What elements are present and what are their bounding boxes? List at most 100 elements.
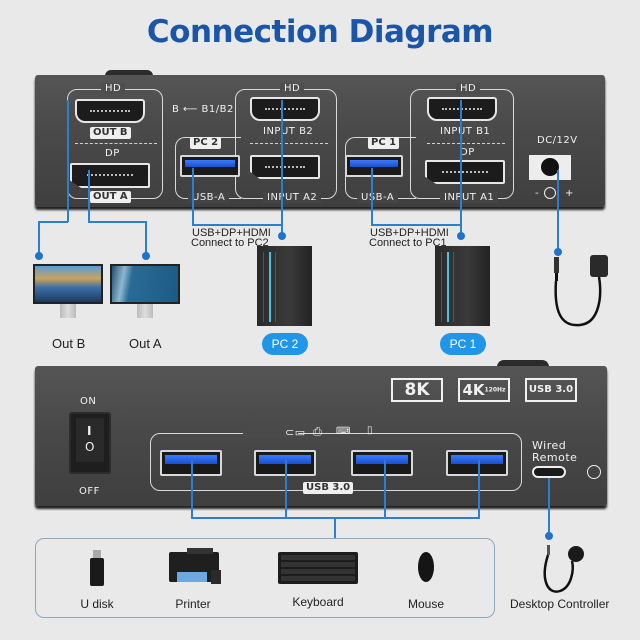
out-a-tag: OUT A (90, 191, 131, 203)
input-a2-dp-port[interactable] (250, 155, 320, 179)
usb-hub-outline-gap (243, 428, 298, 438)
pc2-usb-a-port[interactable] (180, 155, 240, 177)
wire-pc2-video (281, 100, 283, 234)
input-a1-dp-port[interactable] (425, 160, 505, 184)
power-adapter-icon (554, 255, 608, 327)
out-b-tag: OUT B (90, 127, 131, 139)
usb-port-3[interactable] (351, 450, 413, 476)
usb-drive-small-icon: ⊂▭ (285, 426, 306, 439)
switch-note: B ⟵ B1/B2 (172, 104, 234, 115)
usb-devices-box (35, 538, 495, 618)
monitor-out-b-stand (60, 304, 76, 318)
wired-remote-line2: Remote (532, 451, 578, 464)
usb-hub-tag: USB 3.0 (303, 482, 354, 494)
output-divider (75, 143, 157, 144)
wire-usb-2 (285, 460, 287, 518)
badge-8k: 8K (391, 378, 443, 402)
device-label-u-disk: U disk (80, 597, 114, 611)
usb-drive-icon (90, 550, 104, 586)
badge-4k-text: 4K (462, 381, 485, 399)
kvm-front-panel: ON I O OFF 8K 4K120Hz USB 3.0 ⊂▭ ⎙ ⌨ ▯ U… (35, 366, 607, 506)
wire-remote (548, 478, 550, 536)
badge-4k-sub: 120Hz (484, 386, 506, 394)
panel-bottom-knob (497, 360, 549, 367)
wire-out-a-vertical (88, 170, 90, 222)
mouse-icon (418, 552, 434, 582)
pc1-usb-label: USB-A (357, 192, 399, 203)
monitor-out-b-label: Out B (52, 336, 86, 351)
pc1-tag: PC 1 (368, 137, 400, 149)
kvm-rear-panel: HD OUT B DP OUT A B ⟵ B1/B2 PC 2 HD INPU… (35, 75, 605, 207)
wire-out-a-drop (145, 221, 147, 256)
printer-small-icon: ⎙ (313, 425, 323, 438)
wire-out-b-horizontal (38, 221, 68, 223)
pc1-usb-a-port[interactable] (345, 155, 403, 177)
wire-pc1-horizontal (371, 224, 461, 226)
polarity-icon (544, 187, 556, 199)
pc2-hd-label: HD (280, 83, 305, 94)
dc-label: DC/12V (537, 135, 578, 146)
wire-pc1-usb (371, 168, 373, 225)
power-off-label: OFF (79, 486, 100, 497)
out-a-dp-port[interactable] (70, 163, 150, 188)
out-b-hdmi-port[interactable] (75, 99, 145, 123)
polarity-plus: + (565, 188, 574, 199)
wire-out-b-vertical (67, 100, 69, 222)
dc-jack[interactable] (529, 155, 571, 180)
input-b2-hdmi-port[interactable] (250, 97, 320, 121)
monitor-out-b-icon (33, 264, 103, 304)
desktop-controller-icon (543, 545, 584, 593)
switch-off-glyph: O (85, 440, 95, 454)
output-dp-label: DP (105, 148, 120, 159)
page-title: Connection Diagram (146, 14, 494, 50)
wire-pc1-dot (457, 232, 465, 240)
wire-out-a-dot (142, 252, 150, 260)
input-b1-hdmi-port[interactable] (427, 97, 497, 121)
device-label-keyboard: Keyboard (292, 595, 344, 609)
dc-jack-hole (541, 158, 559, 176)
input-a2-label: INPUT A2 (263, 192, 322, 203)
monitor-out-a-icon (110, 264, 180, 304)
wire-out-a-horizontal (88, 221, 146, 223)
usb-port-4[interactable] (446, 450, 508, 476)
power-switch[interactable]: I O (69, 412, 111, 474)
wire-dc (557, 170, 559, 252)
wire-pc2-usb (192, 168, 194, 225)
device-label-printer: Printer (175, 597, 211, 611)
pc1-note-line1: USB+DP+HDMI (370, 227, 449, 239)
power-on-label: ON (80, 396, 97, 407)
wired-remote-line1: Wired (532, 439, 567, 452)
wired-remote-port[interactable] (532, 466, 566, 478)
wire-usb-3 (384, 460, 386, 518)
wire-out-b-drop (38, 221, 40, 256)
pc1-divider (427, 143, 505, 144)
badge-4k: 4K120Hz (458, 378, 510, 402)
wire-usb-trunk (334, 517, 336, 539)
keyboard-small-icon: ⌨ (336, 426, 351, 437)
pc2-note-line1: USB+DP+HDMI (192, 227, 271, 239)
wire-remote-dot (545, 532, 553, 540)
wire-usb-bus (191, 517, 480, 519)
badge-usb: USB 3.0 (525, 378, 577, 402)
wire-pc1-video (460, 100, 462, 234)
mouse-small-icon: ▯ (367, 425, 374, 436)
pc2-pill: PC 2 (262, 333, 308, 355)
wire-pc2-dot (278, 232, 286, 240)
input-b1-label: INPUT B1 (440, 126, 491, 137)
monitor-out-a-stand (137, 304, 153, 318)
wire-pc2-horizontal (192, 224, 282, 226)
remote-icon (587, 465, 601, 479)
output-hd-label: HD (101, 83, 126, 94)
pc2-tag: PC 2 (190, 137, 222, 149)
wire-usb-1 (191, 460, 193, 518)
pc2-divider (250, 143, 328, 144)
pc1-note-line2: Connect to PC1 (369, 237, 447, 249)
switch-on-glyph: I (87, 424, 92, 438)
input-b2-label: INPUT B2 (263, 126, 314, 137)
pc2-tower-icon (257, 246, 312, 326)
pc1-pill: PC 1 (440, 333, 486, 355)
panel-top-knob (105, 70, 153, 76)
wire-usb-4 (478, 460, 480, 518)
wire-out-b-dot (35, 252, 43, 260)
polarity-minus: - (535, 188, 540, 199)
